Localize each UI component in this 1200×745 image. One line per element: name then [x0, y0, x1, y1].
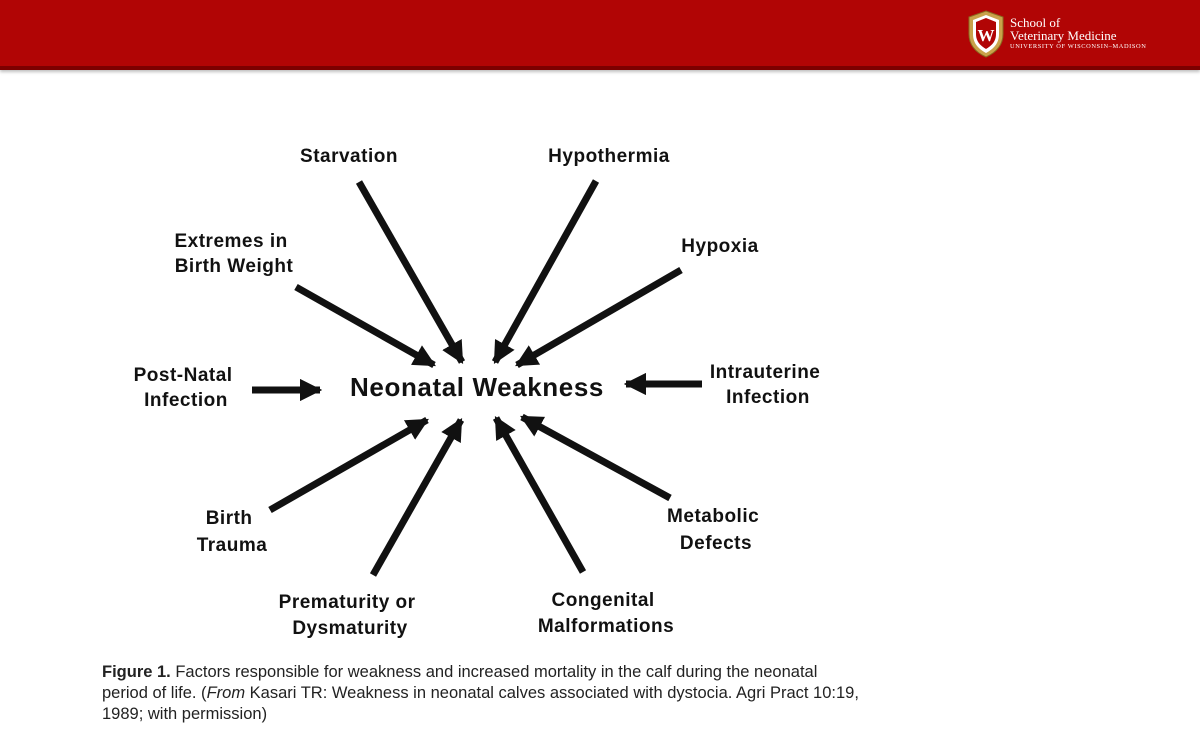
label-hypothermia: Hypothermia	[548, 146, 670, 167]
caption-figure-label: Figure 1.	[102, 663, 171, 681]
arrow-birth-trauma	[268, 416, 429, 514]
arrow-hypoxia	[515, 266, 683, 369]
label-birth-trauma: Birth Trauma	[197, 508, 268, 556]
arrow-metabolic	[520, 413, 672, 502]
arrow-prematurity	[369, 418, 465, 577]
caption-text-1: Factors responsible for weakness and inc…	[102, 663, 818, 702]
label-starvation: Starvation	[300, 146, 398, 167]
school-brand: School of Veterinary Medicine UNIVERSITY…	[1010, 16, 1146, 51]
label-post-natal: Post-Natal Infection	[134, 365, 239, 411]
arrow-birth-weight	[294, 283, 436, 369]
arrows	[252, 179, 702, 577]
label-intrauterine: Intrauterine Infection	[710, 362, 826, 408]
crest-letter: W	[978, 26, 995, 45]
label-birth-weight: Extremes in Birth Weight	[174, 231, 293, 277]
arrow-hypothermia	[491, 179, 600, 364]
caption-text-2: Kasari TR: Weakness in neonatal calves a…	[102, 684, 859, 723]
arrow-congenital	[492, 416, 587, 574]
figure-caption: Figure 1. Factors responsible for weakne…	[102, 662, 862, 725]
label-metabolic: Metabolic Defects	[667, 506, 765, 554]
brand-line-school-of: School of	[1010, 15, 1061, 30]
brand-line-vet-medicine: Veterinary Medicine	[1010, 28, 1117, 43]
brand-line-university: UNIVERSITY OF WISCONSIN–MADISON	[1010, 43, 1147, 50]
center-label: Neonatal Weakness	[350, 372, 604, 402]
arrow-starvation	[355, 180, 466, 364]
label-hypoxia: Hypoxia	[681, 236, 758, 257]
caption-from: From	[206, 684, 246, 702]
label-prematurity: Prematurity or Dysmaturity	[279, 592, 422, 639]
header-bar: W School of Veterinary Medicine UNIVERSI…	[0, 0, 1200, 70]
uw-crest-logo: W	[968, 10, 1004, 58]
label-congenital: Congenital Malformations	[538, 590, 674, 637]
